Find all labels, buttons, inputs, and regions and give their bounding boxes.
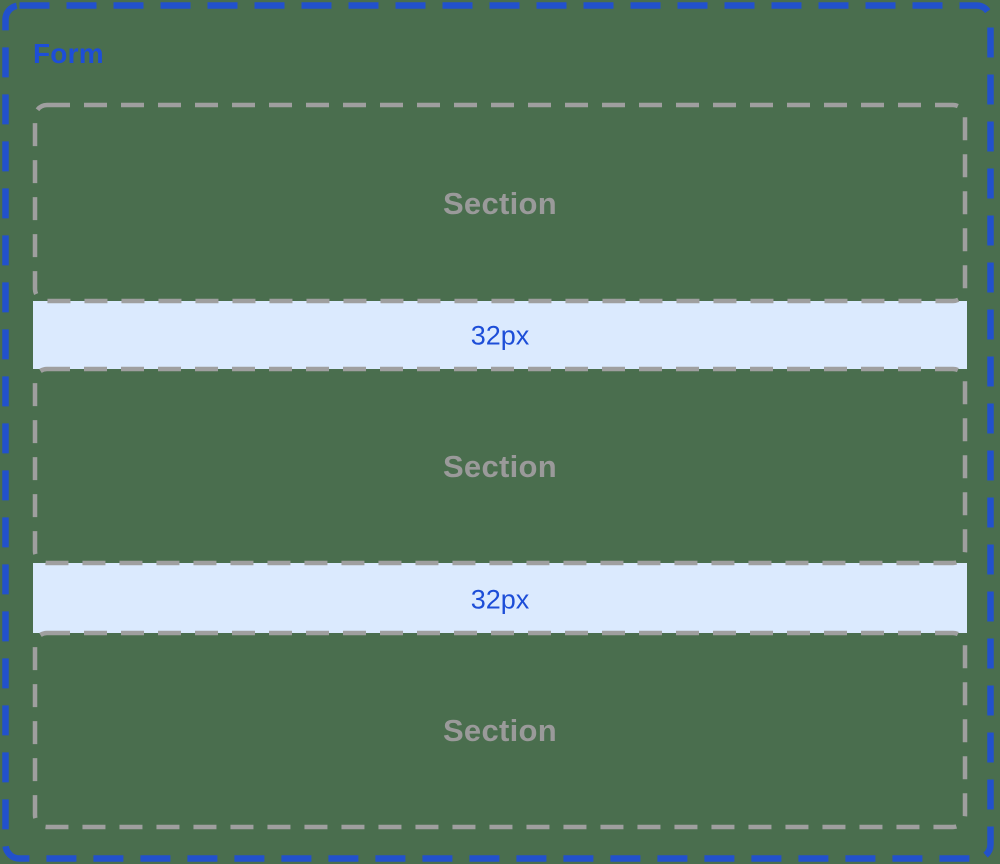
section-box-1: [32, 102, 968, 304]
spacer-band-1: [33, 301, 967, 369]
section-label-3: Section: [442, 713, 558, 748]
section-label-2: Section: [442, 449, 558, 484]
section-box-2: [32, 366, 968, 566]
spacer-size-label-1: 32px: [470, 320, 530, 351]
spacer-band-2: [33, 563, 967, 633]
section-label-1: Section: [442, 186, 558, 221]
section-box-3: [32, 630, 968, 830]
spacer-size-label-2: 32px: [470, 584, 530, 615]
form-label: Form: [33, 38, 104, 69]
